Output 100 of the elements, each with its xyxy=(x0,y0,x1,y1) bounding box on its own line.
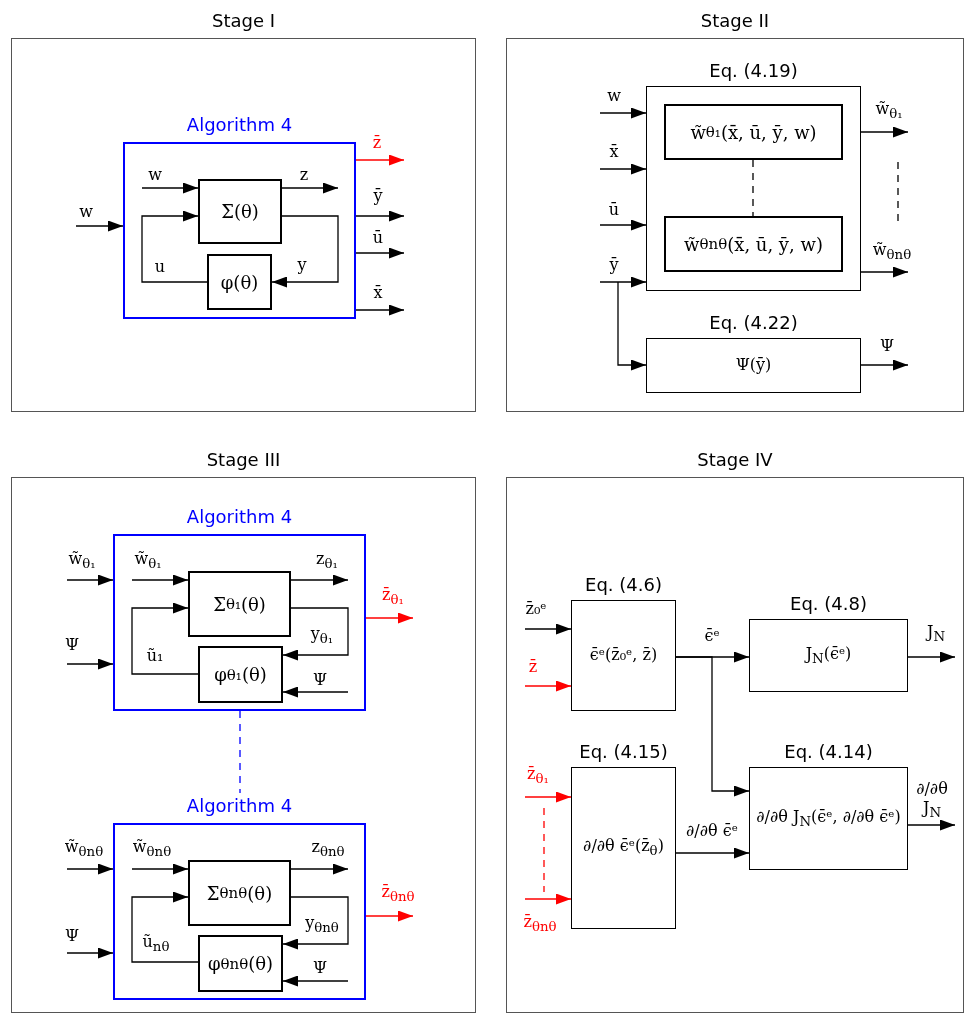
arrow xyxy=(290,863,349,875)
arrow xyxy=(365,612,414,624)
signal-label: w xyxy=(79,204,93,220)
signal-label: ∂/∂θ J$_{N}$ xyxy=(915,778,949,822)
signal-label: Ψ xyxy=(313,672,327,688)
dashed-line xyxy=(239,710,241,794)
panel-title: Stage II xyxy=(700,9,770,33)
arrow xyxy=(524,893,572,905)
signal-label: Ψ xyxy=(313,960,327,976)
arrow xyxy=(282,896,349,950)
arrow xyxy=(860,266,909,278)
signal-label: w̃$_{θnθ}$ xyxy=(132,839,172,859)
arrow xyxy=(282,686,349,698)
signal-label: J$_{N}$ xyxy=(926,624,946,644)
signal-label: w̃$_{θnθ}$ xyxy=(872,242,912,262)
arrow xyxy=(355,304,405,316)
arrow xyxy=(66,947,114,959)
equation-title: Eq. (4.14) xyxy=(784,740,873,764)
arrow xyxy=(131,863,189,875)
arrow xyxy=(281,182,339,194)
arrow xyxy=(524,623,572,635)
arrow xyxy=(617,281,647,371)
signal-label: w xyxy=(148,167,162,183)
signal-label: ȳ xyxy=(373,188,383,204)
panel-title: Stage I xyxy=(212,9,275,33)
signal-label: ũ₁ xyxy=(146,648,164,664)
arrow xyxy=(141,210,208,283)
signal-label: z̄$_{θnθ}$ xyxy=(381,884,415,904)
algorithm-title: Algorithm 4 xyxy=(186,505,293,529)
signal-label: z xyxy=(299,167,309,183)
signal-label: z̄ xyxy=(528,659,538,675)
arrow xyxy=(907,651,956,663)
arrow xyxy=(131,602,199,675)
arrow xyxy=(907,819,956,831)
signal-label: w̃$_{θ₁}$ xyxy=(134,551,162,571)
signal-label: z̄$_{θ₁}$ xyxy=(527,766,549,786)
arrow xyxy=(599,163,647,175)
equation-title: Eq. (4.22) xyxy=(709,311,798,335)
formula-text: ϵ̄ᵉ(z̄₀ᵉ, z̄) xyxy=(588,645,659,666)
signal-label: ū xyxy=(372,230,384,246)
equation-title: Eq. (4.19) xyxy=(709,59,798,83)
signal-label: z̄ xyxy=(372,135,382,151)
signal-label: z̄₀ᵉ xyxy=(525,601,547,617)
arrow xyxy=(355,154,405,166)
signal-label: Ψ xyxy=(65,637,79,653)
arrow xyxy=(524,680,572,692)
signal-label: x̄ xyxy=(609,144,619,160)
arrow xyxy=(271,215,339,288)
signal-label: Ψ xyxy=(65,928,79,944)
arrow xyxy=(141,182,199,194)
signal-label: ũ$_{nθ}$ xyxy=(142,934,170,954)
signal-label: z̄$_{θnθ}$ xyxy=(523,914,557,934)
arrow xyxy=(599,219,647,231)
arrow xyxy=(282,975,349,987)
signal-label: w̃$_{θnθ}$ xyxy=(64,839,104,859)
arrow xyxy=(75,220,124,232)
signal-label: x̄ xyxy=(373,285,383,301)
formula-text: ∂/∂θ J$_{N}$(ϵ̄ᵉ, ∂/∂θ ϵ̄ᵉ) xyxy=(755,806,902,831)
arrow xyxy=(675,656,750,797)
signal-label: ū xyxy=(608,202,620,218)
panel-title: Stage III xyxy=(206,448,281,472)
arrow xyxy=(282,607,349,661)
algorithm-title: Algorithm 4 xyxy=(186,113,293,137)
signal-label: y$_{θnθ}$ xyxy=(305,915,339,935)
signal-label: w xyxy=(607,88,621,104)
algorithm-title: Algorithm 4 xyxy=(186,794,293,818)
arrow xyxy=(131,891,199,963)
dashed-line xyxy=(752,159,754,217)
signal-label: y$_{θ₁}$ xyxy=(310,626,334,646)
arrow xyxy=(599,107,647,119)
formula-box: Σ(θ) xyxy=(198,179,282,244)
signal-label: z$_{θnθ}$ xyxy=(311,839,345,859)
signal-label: z̄$_{θ₁}$ xyxy=(382,587,404,607)
arrow xyxy=(66,863,114,875)
signal-label: ∂/∂θ ϵ̄ᵉ xyxy=(686,823,738,839)
signal-label: ϵ̄ᵉ xyxy=(704,628,720,644)
equation-title: Eq. (4.15) xyxy=(579,740,668,764)
equation-title: Eq. (4.8) xyxy=(790,592,867,616)
arrow xyxy=(355,247,405,259)
formula-box: φ(θ) xyxy=(207,254,272,310)
arrow xyxy=(66,574,114,586)
arrow xyxy=(290,574,349,586)
arrow xyxy=(365,910,414,922)
formula-text: J$_{N}$(ϵ̄ᵉ) xyxy=(803,643,853,668)
panel-title: Stage IV xyxy=(697,448,773,472)
signal-label: w̃$_{θ₁}$ xyxy=(875,101,903,121)
formula-text: Ψ(ȳ) xyxy=(734,355,773,376)
arrow xyxy=(599,276,647,288)
arrow xyxy=(131,574,189,586)
signal-label: w̃$_{θ₁}$ xyxy=(68,551,96,571)
signal-label: y xyxy=(297,257,307,273)
signal-label: Ψ xyxy=(880,338,894,354)
equation-title: Eq. (4.6) xyxy=(585,573,662,597)
arrow xyxy=(675,847,750,859)
arrow xyxy=(355,210,405,222)
signal-label: u xyxy=(154,259,166,275)
arrow xyxy=(524,791,572,803)
arrow xyxy=(860,359,909,371)
arrow xyxy=(66,658,114,670)
signal-label: z$_{θ₁}$ xyxy=(316,551,338,571)
